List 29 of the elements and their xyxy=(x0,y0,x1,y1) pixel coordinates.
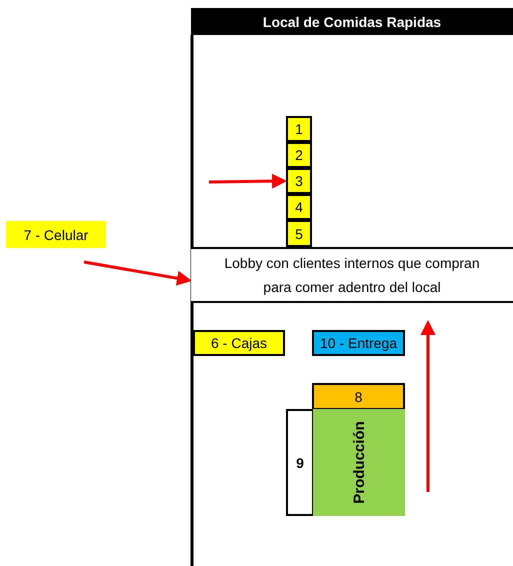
queue-box xyxy=(286,194,312,220)
area-box xyxy=(312,330,405,356)
area-label: 9 xyxy=(296,454,304,470)
area-label: 4 xyxy=(295,199,303,215)
area-box xyxy=(193,330,285,356)
area-label: 5 xyxy=(295,226,303,242)
area-box xyxy=(286,409,314,516)
arrow xyxy=(84,260,192,286)
production-area xyxy=(313,409,405,516)
queue-box xyxy=(286,142,312,168)
queue-box xyxy=(286,168,312,194)
lobby-area xyxy=(191,247,513,303)
area-box xyxy=(6,221,106,248)
area-label: Local de Comidas Rapidas xyxy=(262,14,442,30)
area-label: 7 - Celular xyxy=(24,226,88,242)
arrow xyxy=(208,174,287,189)
area-label: 3 xyxy=(295,173,303,189)
area-label: 8 xyxy=(354,388,362,404)
area-box xyxy=(312,383,405,410)
area-label: 10 - Entrega xyxy=(320,335,398,351)
title-band xyxy=(191,8,513,35)
area-label: 2 xyxy=(295,147,303,163)
queue-box xyxy=(286,116,312,142)
area-label: Lobby con clientes internos que compran para comer adentro del local xyxy=(223,254,481,297)
queue-box xyxy=(286,220,312,247)
area-label: 6 - Cajas xyxy=(210,335,268,351)
arrow xyxy=(420,320,436,492)
area-label: Producción xyxy=(350,421,368,504)
area-label: 1 xyxy=(295,121,303,137)
